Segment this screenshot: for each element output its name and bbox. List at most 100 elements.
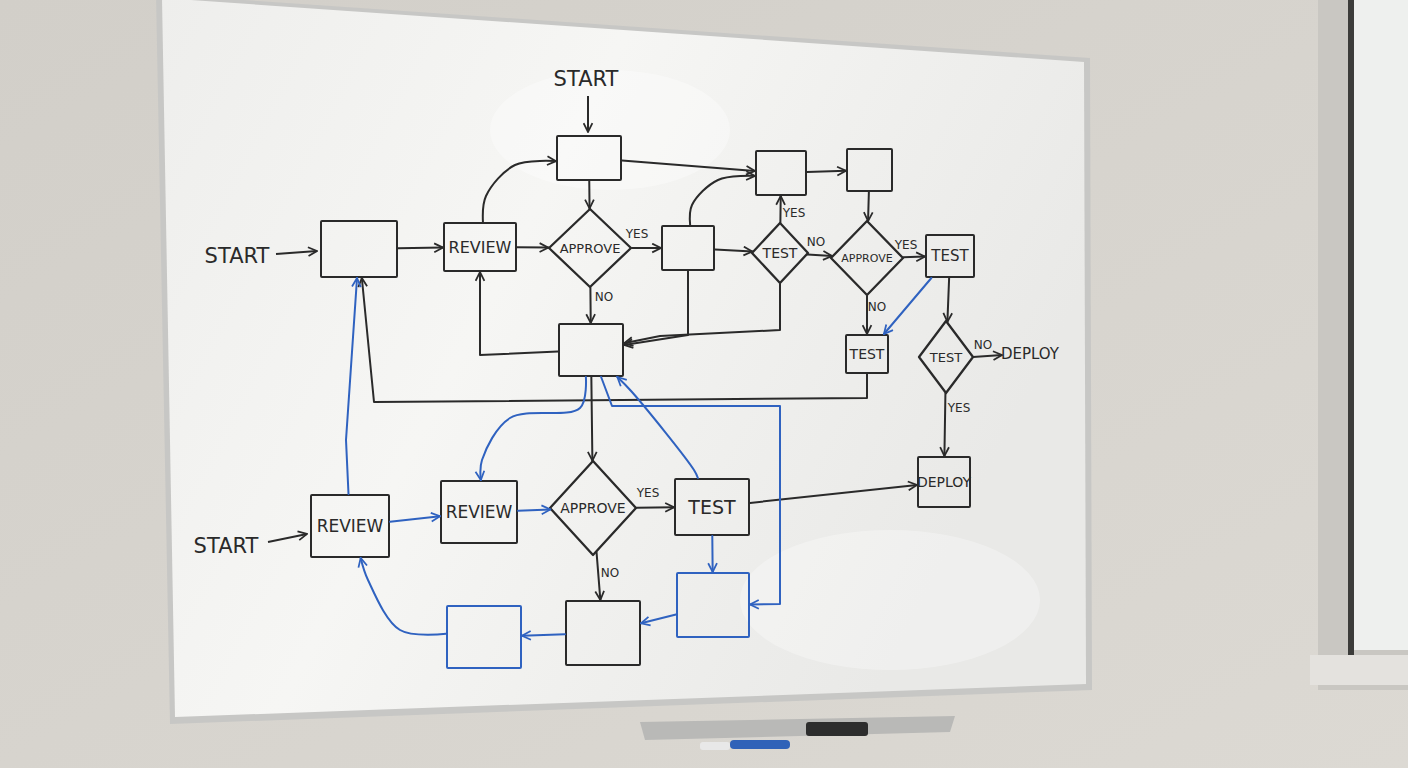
decision-diamond: APPROVE: [549, 460, 637, 556]
node-text: APPROVE: [841, 252, 892, 265]
diamond-outline: [549, 209, 631, 287]
window-frame: [1348, 0, 1354, 660]
process-box: [565, 600, 641, 666]
revision-arrow: [601, 377, 780, 604]
node-text: REVIEW: [317, 516, 384, 536]
flow-arrow: [807, 171, 846, 172]
node-text: DEPLOY: [917, 474, 971, 490]
decision-diamond: APPROVE: [830, 220, 904, 296]
edge-label: YES: [895, 238, 918, 252]
edge-label: NO: [868, 300, 886, 314]
process-box: [320, 220, 398, 278]
flow-arrow: [947, 278, 949, 322]
flow-arrow: [517, 246, 548, 248]
eraser: [806, 722, 868, 736]
board-frame: [156, 0, 1092, 724]
flow-arrow: [624, 271, 688, 345]
flow-arrow: [624, 284, 780, 343]
revision-arrow: [884, 278, 931, 334]
flow-arrow: [622, 161, 755, 171]
flow-arrow: [903, 256, 925, 259]
process-box: [846, 148, 893, 192]
start-arrow: [587, 96, 589, 132]
flow-arrow: [591, 377, 592, 461]
decision-diamond: TEST: [751, 222, 809, 284]
flow-arrow: [632, 247, 661, 249]
process-box: TEST: [674, 478, 750, 536]
node-text: REVIEW: [446, 502, 513, 522]
start-label: START: [205, 244, 270, 268]
revision-arrow: [518, 509, 550, 510]
process-box: DEPLOY: [917, 456, 971, 508]
process-box: REVIEW: [440, 480, 518, 544]
diamond-outline: [919, 321, 973, 393]
flow-arrow: [867, 192, 870, 221]
decision-diamond: TEST: [918, 320, 974, 394]
node-text: TEST: [688, 496, 735, 518]
edge-label: NO: [807, 235, 825, 249]
flow-arrow: [715, 249, 752, 251]
process-box: [755, 150, 807, 196]
node-text: APPROVE: [560, 241, 621, 256]
node-text: TEST: [850, 346, 885, 362]
flow-label: DEPLOY: [1001, 345, 1059, 363]
node-text: TEST: [763, 245, 798, 261]
edge-label: NO: [601, 566, 619, 580]
revision-arrow: [361, 558, 446, 635]
flow-arrow: [589, 288, 591, 323]
flow-arrow: [779, 196, 781, 222]
process-box: [661, 225, 715, 271]
flow-arrow: [480, 272, 558, 355]
process-box: REVIEW: [443, 222, 517, 272]
start-label: START: [194, 534, 259, 558]
start-arrow: [276, 251, 317, 254]
flow-arrow: [483, 161, 556, 222]
flow-arrow: [866, 296, 868, 334]
window-sill: [1310, 655, 1408, 685]
start-label: START: [554, 67, 619, 91]
glare: [740, 530, 1040, 670]
window-frame: [1318, 0, 1408, 690]
edge-label: YES: [783, 206, 806, 220]
flow-arrow: [750, 485, 917, 503]
window-glass: [1350, 0, 1408, 650]
edge-label: NO: [595, 290, 613, 304]
process-box: REVIEW: [310, 494, 390, 558]
flow-arrow: [808, 255, 832, 256]
diamond-outline: [550, 461, 636, 555]
revision-arrow: [641, 614, 676, 623]
marker-pen: [700, 742, 730, 750]
node-text: APPROVE: [560, 500, 625, 516]
flow-arrow: [637, 506, 674, 508]
edge-label: YES: [948, 401, 971, 415]
process-box: TEST: [845, 334, 889, 374]
start-arrow: [268, 534, 307, 542]
process-box: [676, 572, 750, 638]
revision-arrow: [711, 536, 713, 572]
revision-arrow: [390, 516, 440, 521]
flow-arrow: [588, 181, 590, 208]
revision-arrow: [617, 377, 698, 478]
flow-arrow: [597, 552, 601, 600]
process-box: [446, 605, 522, 669]
node-text: TEST: [931, 247, 968, 265]
diamond-outline: [831, 221, 903, 295]
deploy-arrow: [973, 355, 1002, 357]
process-box: [558, 323, 624, 377]
diamond-outline: [752, 223, 808, 283]
edge-label: YES: [626, 227, 649, 241]
process-box: TEST: [925, 234, 975, 278]
node-text: TEST: [930, 350, 962, 365]
flow-arrow: [944, 393, 945, 456]
flow-arrow: [362, 278, 867, 402]
revision-arrow: [346, 278, 357, 494]
process-box: [556, 135, 622, 181]
revision-arrow: [522, 634, 565, 635]
marker-pen: [730, 740, 790, 749]
edge-label: YES: [637, 486, 660, 500]
